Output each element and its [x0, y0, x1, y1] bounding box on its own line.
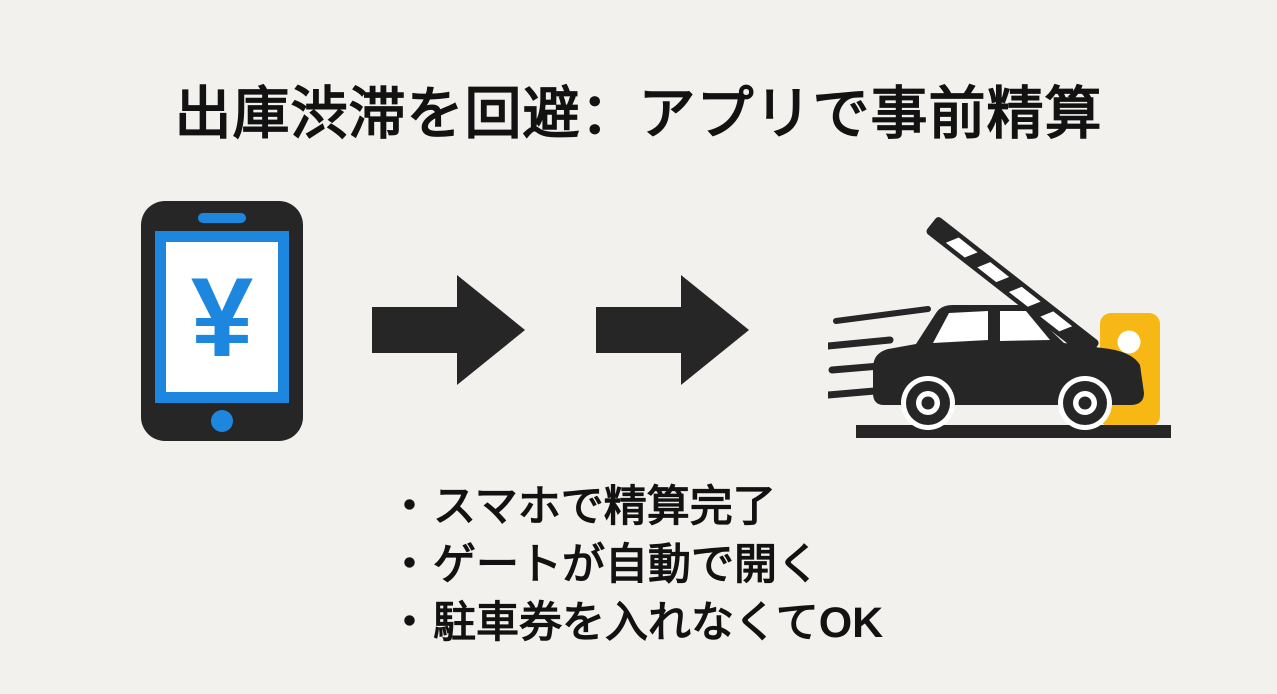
right-arrow-icon [372, 275, 525, 385]
smartphone-payment-icon: ¥ [141, 201, 303, 441]
page-title: 出庫渋滞を回避：アプリで事前精算 [174, 82, 1103, 146]
bullet-marker: ・ [388, 541, 431, 589]
yen-symbol-icon: ¥ [191, 255, 253, 380]
arrow-shape [372, 275, 525, 385]
car-exit-gate-icon [828, 217, 1171, 438]
list-item: ・ 駐車券を入れなくてOK [388, 594, 883, 652]
bullet-marker: ・ [388, 599, 431, 647]
ground-line [856, 425, 1171, 438]
arrow-shape [596, 275, 749, 385]
list-item: ・ ゲートが自動で開く [388, 536, 883, 594]
phone-speaker [198, 213, 246, 223]
list-item-text: スマホで精算完了 [433, 483, 776, 531]
car-rear-wheel [901, 376, 955, 430]
list-item-text: 駐車券を入れなくてOK [433, 599, 884, 647]
list-item: ・ スマホで精算完了 [388, 478, 883, 536]
car-front-wheel [1058, 376, 1112, 430]
bullet-marker: ・ [388, 483, 431, 531]
right-arrow-icon [596, 275, 749, 385]
gate-barrier-icon [926, 217, 1099, 358]
benefit-list: ・ スマホで精算完了 ・ ゲートが自動で開く ・ 駐車券を入れなくてOK [388, 478, 883, 652]
list-item-text: ゲートが自動で開く [433, 541, 820, 589]
car-front-window [1000, 311, 1050, 341]
car-icon [873, 305, 1144, 430]
phone-screen [166, 242, 278, 392]
car-rear-window [933, 311, 988, 343]
phone-home-button [211, 410, 233, 432]
